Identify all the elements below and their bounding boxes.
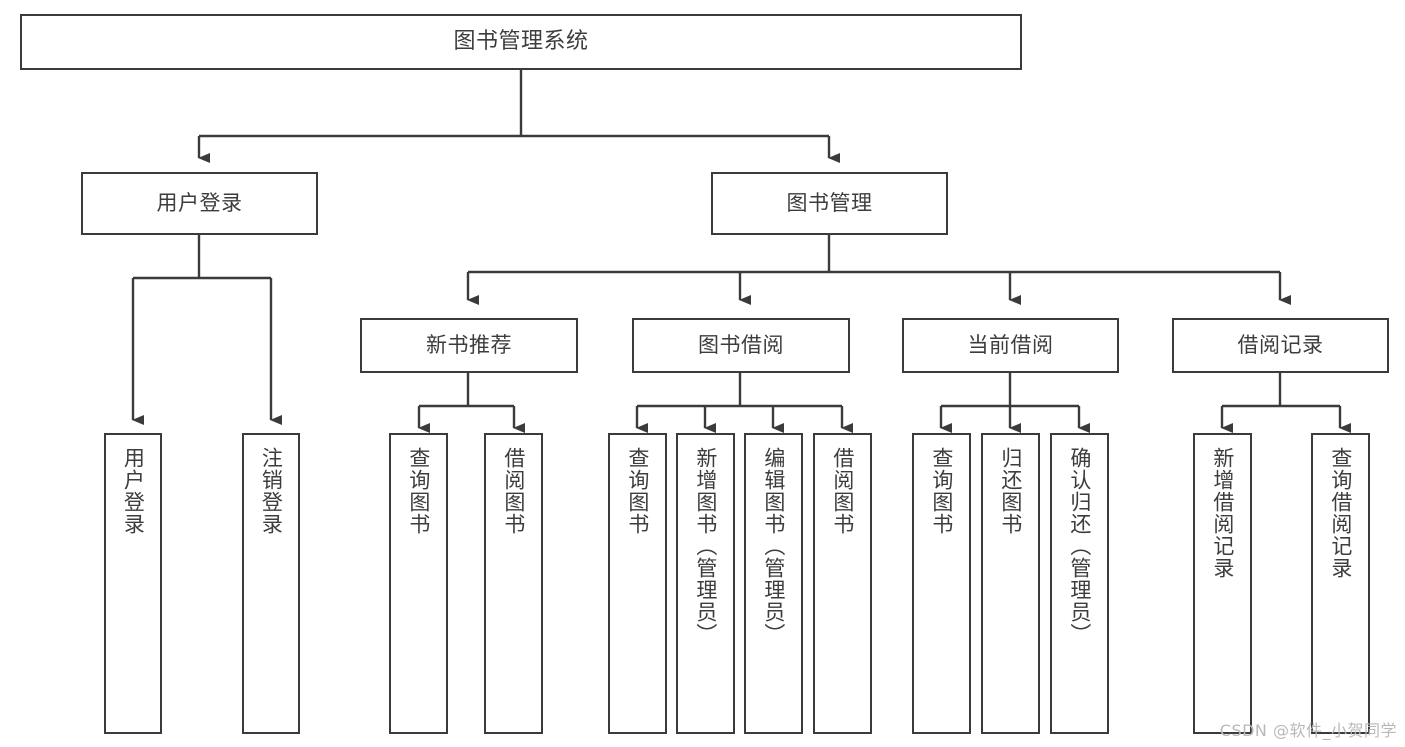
- node-label: 当前借阅: [967, 332, 1054, 357]
- leaf-current-borrow-2[interactable]: 确认归还（管理员）: [1050, 433, 1109, 734]
- node-label: 用户登录: [121, 447, 146, 535]
- leaf-borrow-record-1[interactable]: 查询借阅记录: [1311, 433, 1370, 734]
- node-user-login[interactable]: 用户登录: [81, 172, 318, 235]
- node-label: 图书借阅: [698, 332, 784, 357]
- node-label: 编辑图书（管理员）: [761, 447, 786, 645]
- node-label: 查询图书: [406, 447, 431, 535]
- csdn-watermark: CSDN @软件_小贺同学: [1219, 721, 1397, 740]
- node-new-book-recommend[interactable]: 新书推荐: [360, 318, 578, 373]
- node-label: 查询图书: [625, 447, 650, 535]
- leaf-user-login-0[interactable]: 用户登录: [104, 433, 162, 734]
- node-label: 注销登录: [259, 447, 284, 535]
- node-label: 归还图书: [998, 447, 1023, 535]
- node-label: 新增借阅记录: [1210, 447, 1235, 579]
- leaf-new-book-1[interactable]: 借阅图书: [484, 433, 543, 734]
- leaf-current-borrow-0[interactable]: 查询图书: [912, 433, 971, 734]
- node-label: 借阅图书: [501, 447, 526, 535]
- leaf-user-login-1[interactable]: 注销登录: [242, 433, 300, 734]
- node-root-book-management-system[interactable]: 图书管理系统: [20, 14, 1022, 70]
- node-borrow-record[interactable]: 借阅记录: [1172, 318, 1389, 373]
- node-label: 确认归还（管理员）: [1067, 447, 1092, 645]
- node-label: 新增图书（管理员）: [693, 447, 718, 645]
- leaf-borrow-record-0[interactable]: 新增借阅记录: [1193, 433, 1252, 734]
- node-label: 图书管理: [786, 190, 873, 215]
- node-label: 查询图书: [929, 447, 954, 535]
- node-label: 新书推荐: [426, 332, 512, 357]
- leaf-book-borrow-1[interactable]: 新增图书（管理员）: [676, 433, 735, 734]
- node-label: 图书管理系统: [453, 28, 589, 54]
- leaf-new-book-0[interactable]: 查询图书: [389, 433, 448, 734]
- node-book-borrow[interactable]: 图书借阅: [632, 318, 850, 373]
- node-label: 用户登录: [156, 190, 243, 215]
- node-current-borrow[interactable]: 当前借阅: [902, 318, 1119, 373]
- leaf-book-borrow-0[interactable]: 查询图书: [608, 433, 667, 734]
- leaf-current-borrow-1[interactable]: 归还图书: [981, 433, 1040, 734]
- node-book-management[interactable]: 图书管理: [711, 172, 948, 235]
- node-label: 借阅记录: [1237, 332, 1324, 357]
- leaf-book-borrow-2[interactable]: 编辑图书（管理员）: [744, 433, 803, 734]
- node-label: 借阅图书: [830, 447, 855, 535]
- node-label: 查询借阅记录: [1328, 447, 1353, 579]
- leaf-book-borrow-3[interactable]: 借阅图书: [813, 433, 872, 734]
